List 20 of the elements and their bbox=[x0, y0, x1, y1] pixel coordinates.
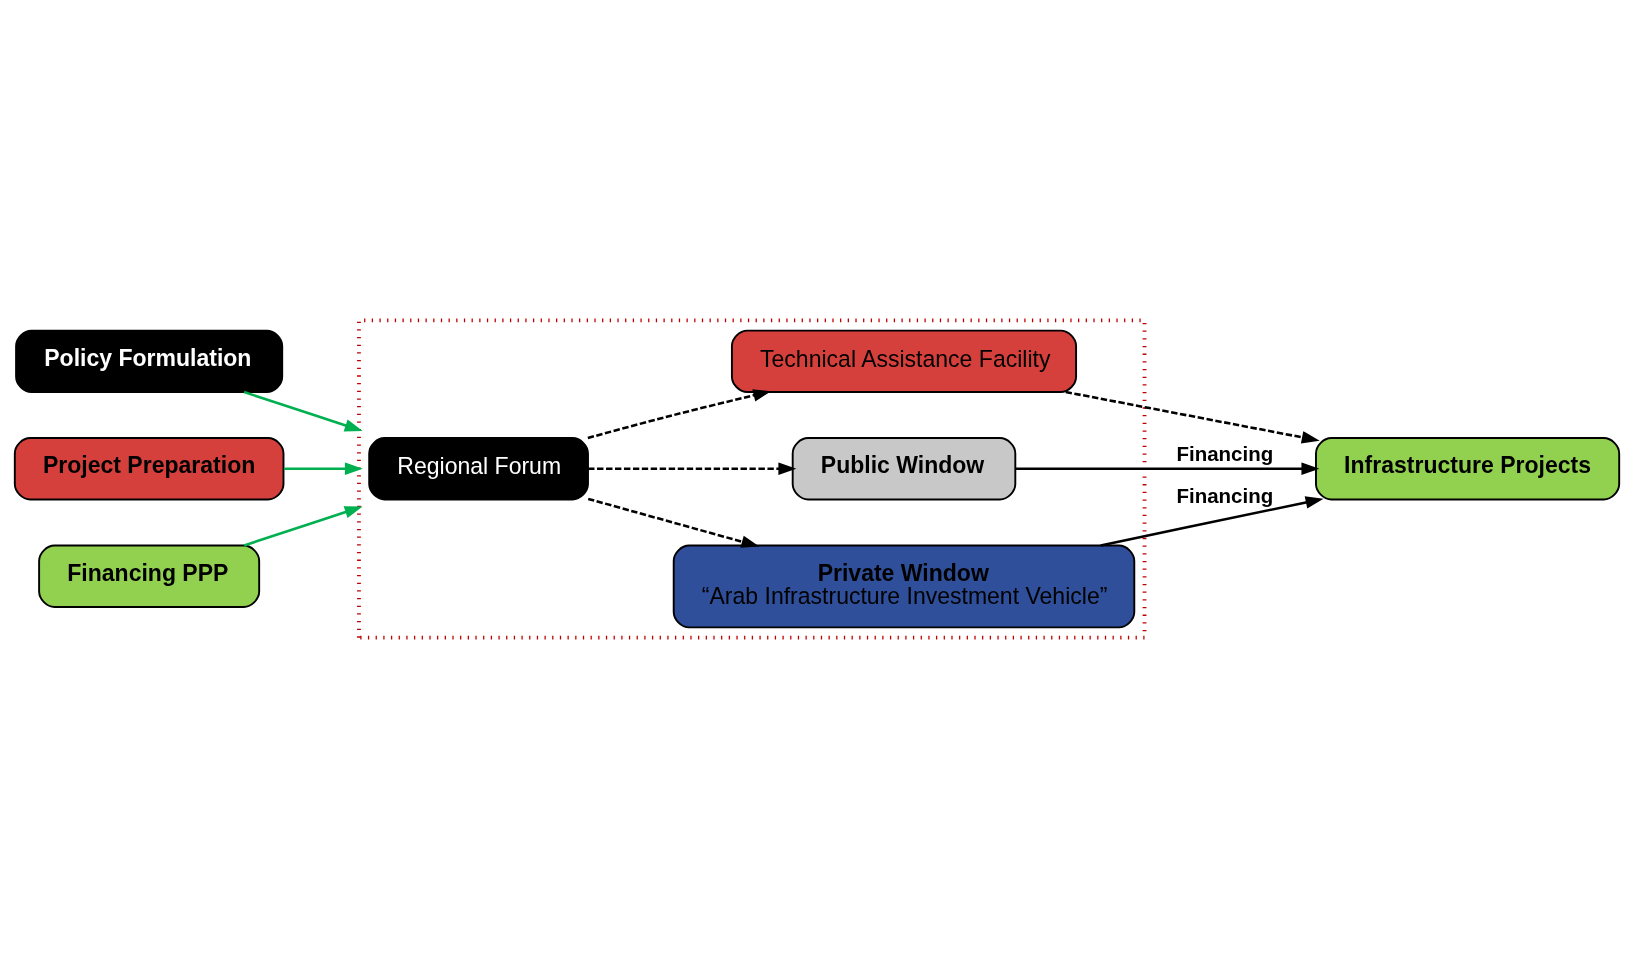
node-box: Policy Formulation bbox=[15, 329, 284, 393]
cluster bbox=[357, 317, 1147, 640]
arrow bbox=[587, 497, 760, 548]
node-box: Technical Assistance Facility bbox=[730, 329, 1078, 393]
node-box: Public Window bbox=[791, 436, 1017, 500]
node-box: Infrastructure Projects bbox=[1315, 436, 1621, 500]
node-box: Financing PPP bbox=[38, 544, 261, 608]
arrow bbox=[1100, 495, 1324, 547]
arrow bbox=[588, 462, 797, 475]
edge-label: Financing bbox=[1176, 483, 1274, 507]
edge-label: Financing bbox=[1176, 441, 1274, 465]
arrow bbox=[283, 462, 363, 475]
arrow bbox=[1065, 390, 1320, 443]
arrow bbox=[1015, 462, 1320, 475]
arrow bbox=[243, 390, 363, 431]
node-box: Project Preparation bbox=[13, 436, 285, 500]
node-box: Private Window “Arab Infrastructure Investment Vehicle” bbox=[672, 544, 1136, 628]
arrow bbox=[587, 388, 772, 439]
node-box: Regional Forum bbox=[368, 436, 589, 500]
arrow bbox=[243, 505, 363, 547]
